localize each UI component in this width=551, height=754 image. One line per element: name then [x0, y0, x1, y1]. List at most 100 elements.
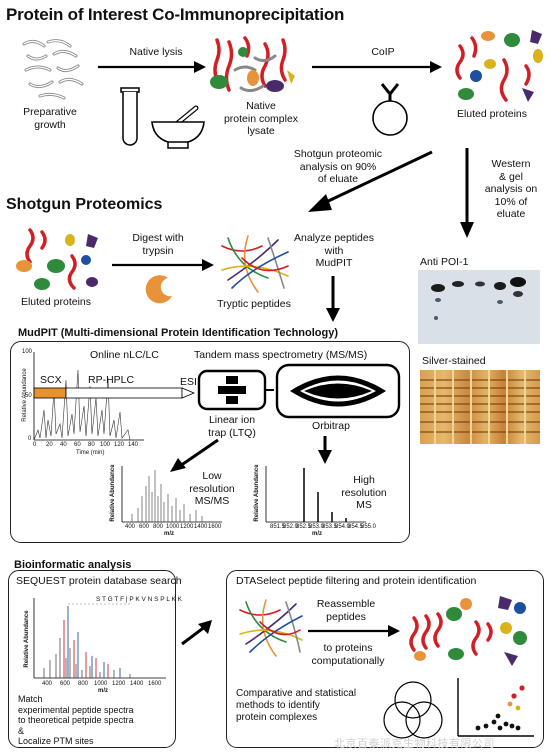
- orbitrap-instrument-icon: [275, 363, 401, 419]
- analyze-label: Analyze peptides with MudPIT: [294, 232, 374, 269]
- sequest-ylabel: Relative Abundance: [24, 610, 30, 668]
- western-blot-image: [418, 270, 540, 344]
- chromatogram-plot: [33, 352, 144, 441]
- high-tick-4: 853.5: [322, 524, 338, 530]
- scx-label: SCX: [40, 374, 62, 386]
- lc-column: [33, 387, 196, 399]
- orbitrap-label: Orbitrap: [312, 420, 350, 432]
- sequest-tick-3: 1000: [94, 681, 108, 687]
- mortar-pestle-icon: [151, 105, 205, 149]
- high-tick-7: 855.0: [361, 524, 377, 530]
- chrom-tick-x4: 80: [88, 442, 95, 448]
- peptides-tangle-illustration: [239, 599, 303, 657]
- arrow-to-western: [460, 148, 474, 238]
- sequest-xlabel: m/z: [98, 688, 109, 694]
- shotgun-eluted-label: Eluted proteins: [20, 296, 92, 308]
- chrom-tick-x3: 60: [74, 442, 81, 448]
- trypsin-icon: [145, 275, 172, 304]
- arrow-native-lysis: [98, 61, 206, 73]
- chrom-xlabel: Time (min): [76, 450, 105, 456]
- arrow-to-mudpit: [326, 276, 340, 322]
- chrom-tick-y0: 100: [22, 349, 33, 355]
- shotgun-title: Shotgun Proteomics: [6, 196, 163, 213]
- mudpit-panel: [10, 341, 410, 543]
- rphplc-label: RP-HPLC: [88, 374, 135, 386]
- arrow-to-shotgun: [308, 150, 433, 212]
- ltq-instrument-icon: [197, 369, 267, 411]
- high-tick-6: 854.5: [348, 524, 364, 530]
- low-tick-6: 1600: [208, 524, 222, 530]
- bacteria-illustration: [22, 39, 84, 100]
- low-tick-0: 400: [125, 524, 136, 530]
- arrow-ltq-orbitrap: [266, 389, 274, 391]
- sequest-tick-2: 800: [78, 681, 89, 687]
- esi-label: ESI: [180, 376, 197, 388]
- high-res-label: High resolution MS: [341, 474, 387, 511]
- sequest-panel: [8, 570, 176, 748]
- preparative-growth-label: Preparative growth: [23, 106, 77, 131]
- ltq-label: Linear ion trap (LTQ): [208, 414, 256, 439]
- sequest-tick-5: 1400: [130, 681, 144, 687]
- high-tick-5: 854.0: [335, 524, 351, 530]
- scatter-plot-icon: [457, 678, 534, 737]
- test-tube-icon: [120, 87, 140, 146]
- shotgun-analysis-label: Shotgun proteomic analysis on 90% of elu…: [293, 148, 383, 185]
- sequest-label: SEQUEST protein database search: [16, 575, 182, 587]
- chrom-tick-x0: 0: [33, 442, 37, 448]
- coip-label: CoIP: [371, 46, 395, 58]
- chrom-tick-y1: 50: [25, 393, 32, 399]
- chrom-tick-y2: 0: [28, 436, 32, 442]
- low-tick-3: 1000: [166, 524, 180, 530]
- high-tick-0: 851.5: [270, 524, 286, 530]
- low-res-spectrum: [121, 466, 222, 523]
- coip-title: Protein of Interest Co-Immunoprecipitati…: [6, 5, 345, 24]
- digest-label: Digest with trypsin: [132, 232, 184, 257]
- arrow-digest: [112, 259, 214, 271]
- sequest-tick-4: 1200: [112, 681, 126, 687]
- chrom-tick-x7: 140: [128, 442, 139, 448]
- high-tick-2: 852.5: [296, 524, 312, 530]
- chrom-tick-x2: 40: [60, 442, 67, 448]
- dtaselect-panel: [226, 570, 544, 748]
- arrow-coip: [312, 61, 442, 73]
- anti-poi-label: Anti POI-1: [420, 256, 469, 268]
- native-lysis-label: Native lysis: [129, 46, 183, 58]
- reassembled-proteins-illustration: [409, 596, 527, 666]
- high-res-ylabel: Relative Abundance: [254, 464, 260, 522]
- low-tick-5: 1400: [194, 524, 208, 530]
- eluted-proteins-illustration-2: [16, 228, 98, 290]
- low-res-label: Low resolution MS/MS: [189, 470, 235, 507]
- chrom-tick-x5: 100: [100, 442, 111, 448]
- sequest-tick-6: 1600: [148, 681, 162, 687]
- high-tick-1: 852.0: [283, 524, 299, 530]
- eluted-proteins-illustration: [455, 30, 543, 102]
- bioinfo-title: Bioinformatic analysis: [14, 559, 132, 571]
- low-tick-1: 600: [139, 524, 150, 530]
- protein-complex-illustration: [210, 36, 295, 93]
- high-xlabel: m/z: [312, 531, 323, 537]
- venn-diagram-icon: [383, 681, 443, 739]
- native-complex-label: Native protein complex lysate: [223, 100, 299, 137]
- high-res-spectrum: [265, 466, 366, 523]
- arrow-sequest-to-dta: [181, 620, 212, 646]
- western-label: Western & gel analysis on 10% of eluate: [484, 158, 538, 220]
- low-res-ylabel: Relative Abundance: [110, 464, 116, 522]
- online-nlc-label: Online nLC/LC: [90, 349, 159, 361]
- low-tick-2: 800: [153, 524, 164, 530]
- sequence-label: S T G T F | P K V N S P L K K: [96, 596, 182, 603]
- sequest-spectrum: [33, 598, 166, 679]
- comparative-label: Comparative and statistical methods to i…: [236, 688, 357, 723]
- high-tick-3: 853.0: [309, 524, 325, 530]
- arrow-to-high-res: [318, 436, 332, 464]
- to-proteins-label: to proteins computationally: [311, 642, 385, 667]
- tryptic-peptides-illustration: [221, 235, 289, 293]
- antibody-bead-icon: [372, 83, 408, 136]
- arrow-reassemble: [308, 625, 400, 637]
- chrom-tick-x1: 20: [46, 442, 53, 448]
- chrom-tick-x6: 120: [114, 442, 125, 448]
- arrow-to-low-res: [170, 438, 219, 472]
- sequest-tick-0: 400: [42, 681, 53, 687]
- mudpit-title: MudPIT (Multi-dimensional Protein Identi…: [18, 327, 339, 339]
- sequest-tick-1: 600: [60, 681, 71, 687]
- low-tick-4: 1200: [180, 524, 194, 530]
